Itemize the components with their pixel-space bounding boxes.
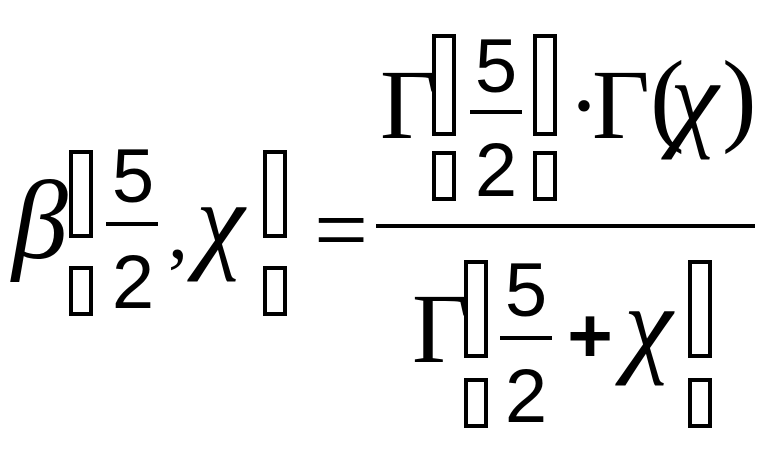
num-gamma-1: Γ xyxy=(380,49,438,160)
lhs-chi-variable: χ xyxy=(187,160,247,282)
rhs-numerator: Γ 5 2 · Γ ( χ ) xyxy=(380,24,757,213)
equals-sign: = xyxy=(314,176,368,283)
den-frac-numerator: 5 xyxy=(505,248,547,333)
lhs-beta-symbol: β xyxy=(10,159,68,283)
lhs-frac-numerator: 5 xyxy=(112,134,154,219)
den-right-bracket xyxy=(688,260,712,428)
num-left-bracket xyxy=(432,34,456,201)
num-frac-denominator: 2 xyxy=(475,128,517,213)
num-gamma-2: Γ xyxy=(592,49,650,160)
num-right-bracket xyxy=(533,34,557,201)
rhs-denominator: Γ 5 2 + χ xyxy=(412,248,712,439)
num-frac-numerator: 5 xyxy=(475,24,517,109)
den-left-bracket xyxy=(464,260,488,428)
lhs-frac-denominator: 2 xyxy=(112,240,154,325)
den-gamma: Γ xyxy=(412,273,470,384)
den-chi-variable: χ xyxy=(615,264,675,386)
lhs-left-bracket xyxy=(69,150,93,316)
lhs-expression: β 5 2 , χ xyxy=(10,134,287,325)
lhs-right-bracket xyxy=(263,150,287,316)
num-open-paren: ( xyxy=(650,40,685,155)
den-plus-sign: + xyxy=(567,291,613,379)
num-chi-variable: χ xyxy=(661,38,721,160)
lhs-comma: , xyxy=(168,188,188,276)
den-frac-denominator: 2 xyxy=(505,354,547,439)
num-close-paren: ) xyxy=(722,40,757,155)
num-multiply-dot: · xyxy=(568,52,600,159)
